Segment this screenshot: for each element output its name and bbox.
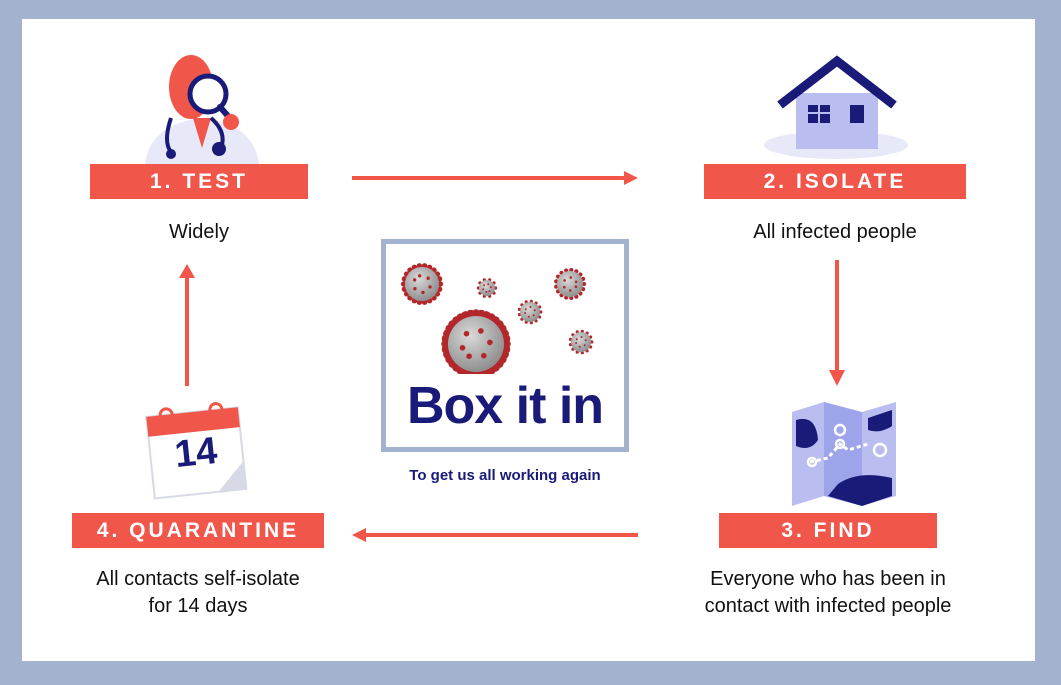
contact-map-icon [792, 402, 896, 506]
step-quarantine-label: 4. QUARANTINE [72, 513, 324, 548]
calendar-icon [145, 402, 248, 500]
box-it-in-tagline: To get us all working again [409, 467, 601, 484]
step-test-label: 1. TEST [90, 164, 308, 199]
arrow-isolate-to-find [829, 260, 845, 386]
box-it-in-panel: Box it in [381, 239, 629, 452]
step-isolate-caption: All infected people [753, 221, 917, 243]
house-icon [764, 55, 908, 159]
step-quarantine-caption-line2: for 14 days [148, 595, 248, 617]
virus-icon [400, 263, 594, 374]
arrow-find-to-quarantine [352, 528, 638, 542]
step-isolate-label: 2. ISOLATE [704, 164, 966, 199]
step-find-label: 3. FIND [719, 513, 937, 548]
step-find-caption-line2: contact with infected people [704, 595, 952, 617]
step-test-caption: Widely [168, 221, 229, 243]
step-quarantine-caption-line1: All contacts self-isolate [96, 568, 300, 590]
step-find-caption: Everyone who has been in contact with in… [668, 566, 988, 620]
calendar-day-number: 14 [172, 429, 220, 477]
box-it-in-title: Box it in [406, 377, 604, 435]
arrow-quarantine-to-test [179, 264, 195, 386]
doctor-with-magnifier-icon [145, 55, 259, 164]
step-find-caption-line1: Everyone who has been in [710, 568, 946, 590]
step-quarantine-caption: All contacts self-isolate for 14 days [52, 566, 344, 620]
arrow-test-to-isolate [352, 171, 638, 185]
